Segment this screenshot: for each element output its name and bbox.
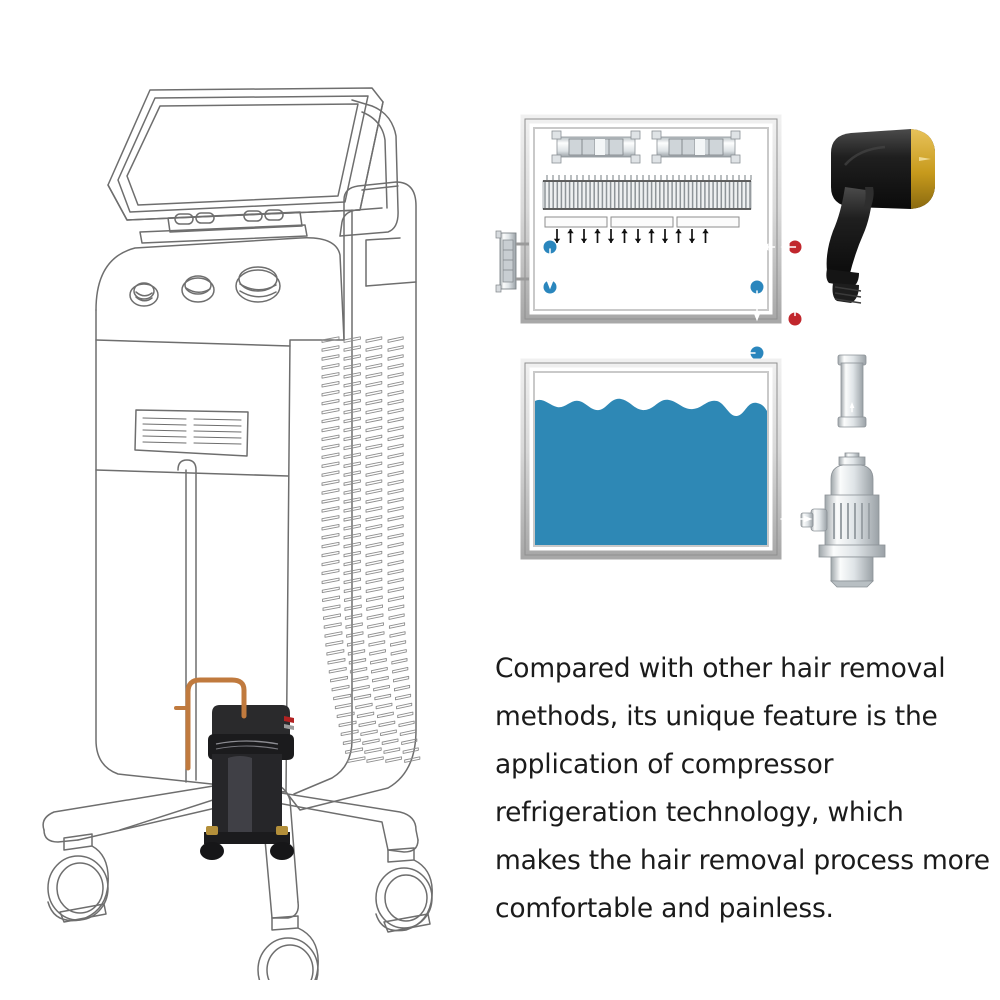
- cooling-diagram: [495, 114, 935, 588]
- side-vent-slots: [321, 336, 421, 763]
- filter-cartridge: [837, 354, 867, 428]
- control-knob-large[interactable]: [235, 266, 281, 303]
- water-pump: [800, 464, 886, 588]
- machine-upper-body: [95, 237, 345, 793]
- copper-tube: [174, 677, 247, 771]
- compressor-unit: [200, 705, 294, 860]
- caster-wheel: [375, 847, 433, 933]
- air-vent-bar: [544, 216, 740, 228]
- condenser-coil: [542, 175, 752, 210]
- laser-handpiece: [826, 129, 935, 304]
- caption-block: Compared with other hair removal methods…: [495, 645, 995, 933]
- caster-wheel: [257, 915, 319, 980]
- hinge-bar: [139, 209, 308, 244]
- front-vent-grille: [134, 409, 249, 457]
- machine-side-panel: [285, 181, 417, 811]
- touchscreen-display: [107, 87, 384, 221]
- water-tank: [520, 358, 782, 560]
- caption-text: Compared with other hair removal methods…: [495, 653, 990, 924]
- control-knob-small[interactable]: [129, 282, 159, 307]
- machine-illustration: [42, 87, 433, 980]
- handle-bar: [339, 99, 399, 237]
- cooling-fan-left: [551, 130, 641, 164]
- caster-wheel: [47, 833, 109, 923]
- cooling-fan-right: [651, 130, 741, 164]
- radiator-housing: [520, 114, 782, 324]
- control-knob-medium[interactable]: [181, 275, 215, 303]
- terminal-block: [495, 230, 529, 293]
- water-surface: [535, 398, 767, 545]
